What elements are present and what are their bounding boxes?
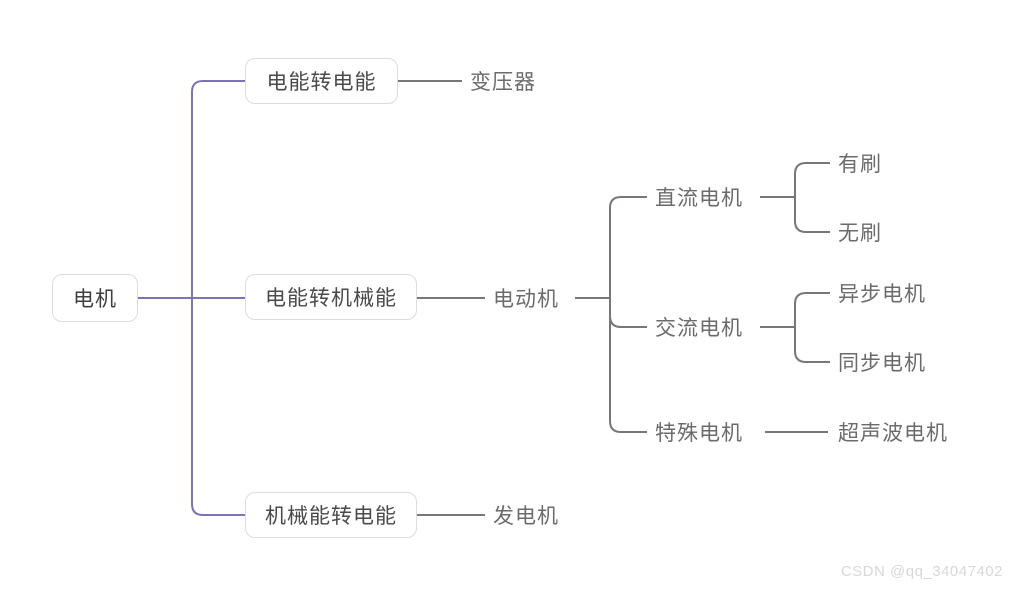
label-dc-motor[interactable]: 直流电机 bbox=[655, 182, 743, 212]
wire-jiaoliu-to-yibu bbox=[794, 292, 830, 305]
label-transformer-text: 变压器 bbox=[470, 71, 536, 94]
label-brushed-text: 有刷 bbox=[838, 153, 882, 176]
node-electric-to-mechanical[interactable]: 电能转机械能 bbox=[245, 274, 417, 320]
wire-trunk-to-node3 bbox=[191, 503, 245, 516]
label-sync-motor[interactable]: 同步电机 bbox=[838, 347, 926, 377]
label-brushless-text: 无刷 bbox=[838, 222, 882, 245]
label-generator-text: 发电机 bbox=[493, 505, 559, 528]
label-brushed[interactable]: 有刷 bbox=[838, 148, 882, 178]
label-transformer[interactable]: 变压器 bbox=[470, 66, 536, 96]
label-motor-text: 电动机 bbox=[493, 288, 559, 311]
node-mechanical-to-electric-label: 机械能转电能 bbox=[265, 505, 397, 528]
watermark: CSDN @qq_34047402 bbox=[840, 563, 1003, 580]
label-special-motor-text: 特殊电机 bbox=[655, 422, 743, 445]
node-root-motor[interactable]: 电机 bbox=[52, 274, 138, 322]
label-special-motor[interactable]: 特殊电机 bbox=[655, 417, 743, 447]
wire-motor-to-zhiliu bbox=[609, 196, 647, 209]
node-electric-to-electric[interactable]: 电能转电能 bbox=[245, 58, 398, 104]
wire-trunk-to-node1 bbox=[191, 80, 245, 93]
label-generator[interactable]: 发电机 bbox=[493, 500, 559, 530]
node-electric-to-mechanical-label: 电能转机械能 bbox=[265, 287, 397, 310]
label-ultrasonic-motor-text: 超声波电机 bbox=[838, 422, 948, 445]
label-async-motor-text: 异步电机 bbox=[838, 283, 926, 306]
wire-zhiliu-to-wushua bbox=[794, 220, 830, 233]
label-brushless[interactable]: 无刷 bbox=[838, 217, 882, 247]
wire-zhiliu-to-youshua bbox=[794, 162, 830, 175]
node-root-label: 电机 bbox=[73, 288, 117, 311]
label-dc-motor-text: 直流电机 bbox=[655, 187, 743, 210]
label-ac-motor[interactable]: 交流电机 bbox=[655, 312, 743, 342]
label-sync-motor-text: 同步电机 bbox=[838, 352, 926, 375]
node-electric-to-electric-label: 电能转电能 bbox=[266, 71, 377, 94]
node-mechanical-to-electric[interactable]: 机械能转电能 bbox=[245, 492, 417, 538]
wire-motor-to-teshu bbox=[609, 420, 647, 433]
wire-motor-to-jiaoliu bbox=[609, 315, 647, 328]
label-ac-motor-text: 交流电机 bbox=[655, 317, 743, 340]
label-ultrasonic-motor[interactable]: 超声波电机 bbox=[838, 417, 948, 447]
wire-jiaoliu-to-tongbu bbox=[794, 350, 830, 363]
label-motor[interactable]: 电动机 bbox=[493, 283, 559, 313]
label-async-motor[interactable]: 异步电机 bbox=[838, 278, 926, 308]
